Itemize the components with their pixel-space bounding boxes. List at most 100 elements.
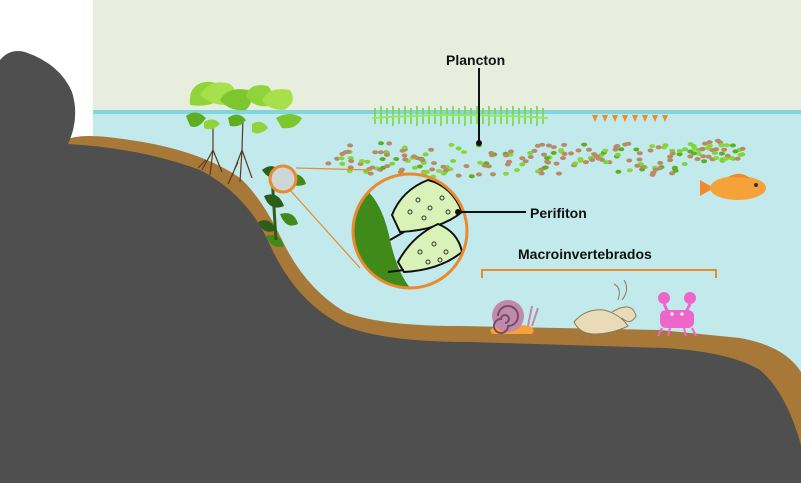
plankton-particle <box>402 157 409 162</box>
plankton-particle <box>730 156 737 161</box>
plankton-particle <box>503 171 509 176</box>
plankton-particle <box>463 164 470 169</box>
plankton-particle <box>527 155 534 159</box>
plankton-particle <box>325 161 332 166</box>
plankton-particle <box>481 163 488 168</box>
plankton-particle <box>513 168 520 173</box>
plankton-cloud <box>325 138 746 179</box>
plankton-particle <box>655 145 662 150</box>
plankton-particle <box>461 150 467 155</box>
plankton-particle <box>625 141 632 146</box>
plankton-particle <box>489 153 495 158</box>
plankton-particle <box>519 156 526 161</box>
plankton-particle <box>575 148 582 153</box>
plankton-particle <box>378 141 384 146</box>
plankton-particle <box>561 151 568 156</box>
plankton-particle <box>393 157 400 161</box>
plankton-particle <box>358 159 365 163</box>
plankton-particle <box>377 150 384 155</box>
plankton-particle <box>364 159 371 164</box>
plankton-particle <box>443 168 450 173</box>
plankton-particle <box>667 158 674 163</box>
plankton-particle <box>508 149 514 154</box>
periphyton-magnifier-icon <box>268 164 469 290</box>
plankton-particle <box>615 169 622 174</box>
plankton-particle <box>339 161 346 166</box>
plankton-particle <box>681 162 688 166</box>
plankton-particle <box>422 152 429 157</box>
plankton-particle <box>436 169 442 173</box>
plankton-particle <box>448 142 455 147</box>
surface-orange-plankton <box>592 115 668 122</box>
plankton-particle <box>586 147 592 152</box>
plankton-label: Plancton <box>446 52 506 68</box>
plankton-particle <box>626 168 633 173</box>
plankton-particle <box>411 165 418 170</box>
plankton-particle <box>401 153 408 158</box>
plankton-particle <box>411 154 417 159</box>
plankton-particle <box>545 143 552 148</box>
plankton-particle <box>583 160 589 165</box>
plankton-particle <box>541 152 547 157</box>
plankton-particle <box>440 171 447 176</box>
plankton-particle <box>647 148 654 153</box>
plankton-particle <box>545 160 552 165</box>
shrimp-icon <box>573 279 637 341</box>
plankton-particle <box>636 151 643 156</box>
plankton-particle <box>705 154 712 159</box>
plankton-particle <box>503 153 510 158</box>
plankton-particle <box>572 161 579 166</box>
plankton-particle <box>676 149 683 153</box>
plankton-particle <box>539 142 546 147</box>
plankton-particle <box>667 154 674 159</box>
plankton-particle <box>737 153 744 157</box>
plankton-particle <box>422 170 429 175</box>
plankton-particle <box>577 157 584 162</box>
plankton-particle <box>603 160 609 165</box>
plankton-particle <box>614 152 621 157</box>
plankton-particle <box>416 164 423 169</box>
plankton-particle <box>602 148 609 153</box>
plankton-particle <box>490 172 496 177</box>
plankton-particle <box>672 168 679 173</box>
fish-icon <box>700 173 766 200</box>
plankton-particle <box>476 172 482 177</box>
plankton-particle <box>690 151 697 156</box>
plankton-particle <box>389 161 396 166</box>
plankton-particle <box>687 142 694 147</box>
plankton-particle <box>732 149 739 154</box>
plankton-particle <box>542 165 549 170</box>
plankton-particle <box>739 146 746 151</box>
plankton-particle <box>544 156 551 161</box>
plankton-particle <box>568 151 574 156</box>
periphyton-pointer-dot <box>455 209 461 215</box>
plankton-particle <box>556 171 562 176</box>
plankton-particle <box>709 148 716 153</box>
plankton-particle <box>581 142 588 147</box>
plankton-particle <box>384 152 390 157</box>
plankton-particle <box>713 156 720 161</box>
plankton-particle <box>700 154 707 159</box>
plankton-particle <box>522 159 529 164</box>
plankton-particle <box>701 159 708 164</box>
plankton-particle <box>401 145 408 150</box>
plankton-particle <box>702 141 708 146</box>
plankton-particle <box>345 149 352 154</box>
plankton-particle <box>721 147 728 152</box>
plankton-particle <box>468 174 475 179</box>
plankton-particle <box>687 154 694 159</box>
plankton-particle <box>553 161 560 166</box>
crab-icon <box>657 292 697 337</box>
plankton-particle <box>346 169 353 174</box>
plankton-particle <box>560 156 566 161</box>
plankton-particle <box>661 145 668 150</box>
plankton-particle <box>348 159 355 164</box>
plankton-particle <box>626 158 633 163</box>
plankton-particle <box>431 161 437 166</box>
plankton-particle <box>595 156 602 161</box>
plankton-particle <box>669 171 676 176</box>
plankton-particle <box>699 147 706 152</box>
periphyton-label: Perifiton <box>530 205 587 221</box>
plankton-particle <box>706 140 713 145</box>
surface-phytoplankton <box>371 106 549 126</box>
